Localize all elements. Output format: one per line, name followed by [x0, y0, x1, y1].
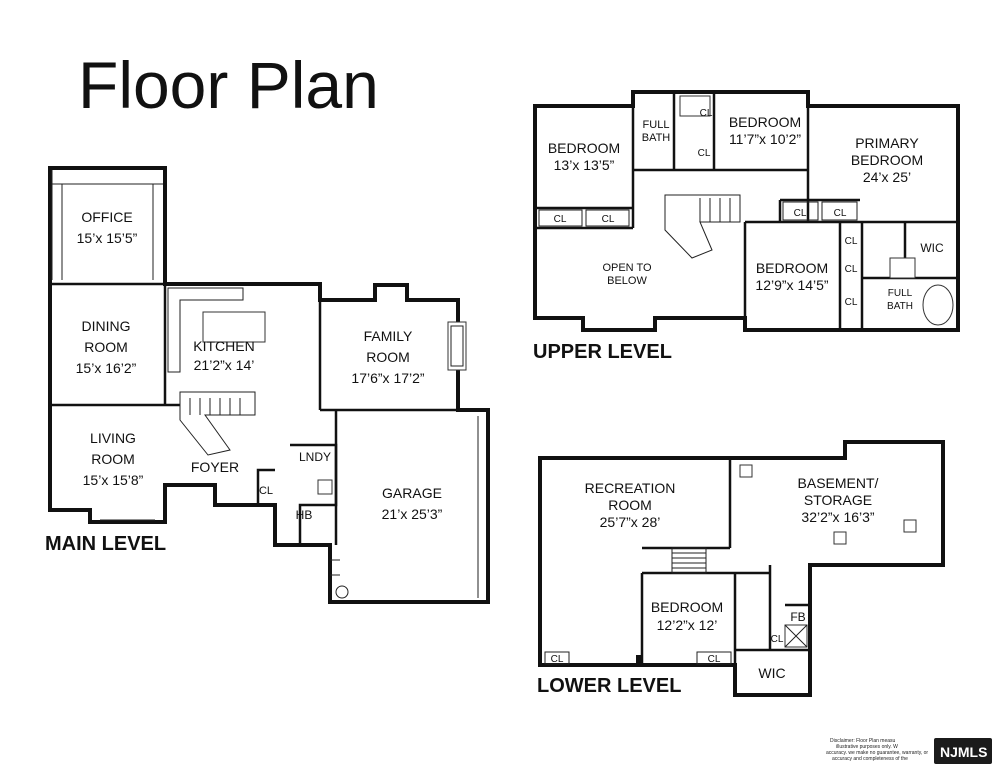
lower-wic-label: WIC [758, 665, 785, 681]
recreation-line1: RECREATION [585, 480, 676, 496]
half-bath-label: HB [296, 508, 313, 522]
upper-level-plan [533, 90, 960, 332]
living-size: 15’x 15’8” [83, 472, 144, 488]
garage-label: GARAGE [382, 485, 442, 501]
disclaimer-line3: accuracy. we make no guarantee, warranty… [826, 750, 928, 756]
disclaimer-line1: Disclaimer: Floor Plan measu [830, 738, 896, 744]
upper-closet-9: CL [845, 297, 858, 308]
upper-bedroom1-label: BEDROOM [548, 140, 620, 156]
disclaimer-line2: illustrative purposes only. W [836, 744, 898, 750]
primary-bedroom-line2: BEDROOM [851, 152, 923, 168]
basement-size: 32’2”x 16’3” [801, 509, 874, 525]
living-label-1: LIVING [90, 430, 136, 446]
upper-closet-8: CL [845, 264, 858, 275]
upper-bath1-line2: BATH [642, 132, 671, 144]
upper-closet-2: CL [602, 214, 615, 225]
brand-logo-box [934, 738, 992, 764]
open-below-line1: OPEN TO [602, 262, 652, 274]
family-size: 17’6”x 17’2” [351, 370, 424, 386]
laundry-label: LNDY [299, 450, 331, 464]
living-label-2: ROOM [91, 451, 135, 467]
upper-closet-1: CL [554, 214, 567, 225]
dining-label-2: ROOM [84, 339, 128, 355]
lower-closet-2: CL [708, 654, 721, 665]
upper-closet-4: CL [698, 148, 711, 159]
family-label-1: FAMILY [364, 328, 413, 344]
upper-bedroom2-size: 11’7”x 10’2” [729, 131, 801, 147]
upper-closet-3: CL [700, 108, 713, 119]
page-title: Floor Plan [78, 48, 379, 122]
lower-fb-label: FB [790, 610, 805, 624]
upper-bedroom1-size: 13’x 13’5” [554, 157, 615, 173]
upper-level-label: UPPER LEVEL [533, 341, 672, 363]
lower-level-plan [538, 440, 945, 697]
upper-bath2-line2: BATH [887, 301, 913, 312]
office-size: 15’x 15’5” [77, 230, 138, 246]
main-level-label: MAIN LEVEL [45, 533, 166, 555]
upper-closet-5: CL [794, 208, 807, 219]
office-label: OFFICE [81, 209, 132, 225]
lower-bedroom-label: BEDROOM [651, 599, 723, 615]
upper-wic-label: WIC [920, 241, 944, 255]
lower-closet-1: CL [551, 654, 564, 665]
upper-bath1-line1: FULL [643, 119, 670, 131]
basement-line1: BASEMENT/ [798, 475, 879, 491]
disclaimer-line4: accuracy and completeness of the [832, 756, 908, 762]
upper-bedroom3-size: 12’9”x 14’5” [755, 277, 828, 293]
dining-label-1: DINING [82, 318, 131, 334]
dining-size: 15’x 16’2” [76, 360, 137, 376]
brand-logo-text: NJMLS [940, 744, 987, 760]
main-closet-label: CL [259, 485, 273, 497]
lower-closet-3: CL [771, 634, 784, 645]
upper-closet-6: CL [834, 208, 847, 219]
primary-bedroom-line1: PRIMARY [855, 135, 919, 151]
lower-level-label: LOWER LEVEL [537, 675, 681, 697]
upper-closet-7: CL [845, 236, 858, 247]
family-label-2: ROOM [366, 349, 410, 365]
upper-bedroom3-label: BEDROOM [756, 260, 828, 276]
kitchen-size: 21’2”x 14’ [194, 357, 255, 373]
recreation-line2: ROOM [608, 497, 652, 513]
upper-bath2-line1: FULL [888, 288, 913, 299]
lower-bedroom-size: 12’2”x 12’ [657, 617, 718, 633]
open-below-line2: BELOW [607, 275, 647, 287]
upper-bedroom2-label: BEDROOM [729, 114, 801, 130]
recreation-size: 25’7”x 28’ [600, 514, 661, 530]
main-level-plan [48, 166, 490, 604]
foyer-label: FOYER [191, 459, 239, 475]
garage-size: 21’x 25’3” [382, 506, 443, 522]
kitchen-label: KITCHEN [193, 338, 254, 354]
basement-line2: STORAGE [804, 492, 872, 508]
primary-bedroom-size: 24’x 25’ [863, 169, 911, 185]
